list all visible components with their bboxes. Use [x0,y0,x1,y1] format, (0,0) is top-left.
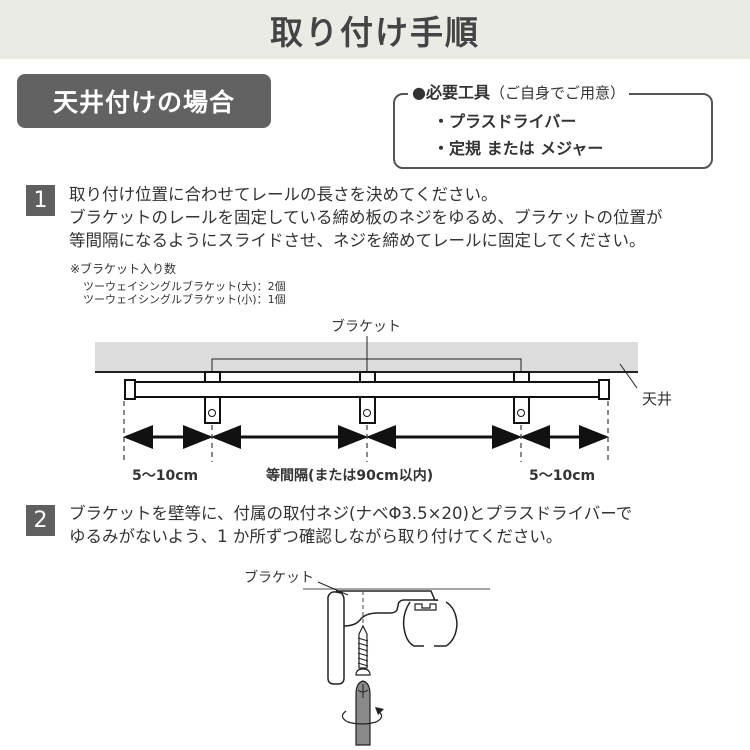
page-header: 取り付け手順 [0,0,750,59]
step-1-line-1: 取り付け位置に合わせてレールの長さを決めてください。 [69,185,498,204]
tools-item-ruler: ・定規 または メジャー [433,139,604,158]
screw-icon [355,624,371,676]
step-2-line-1: ブラケットを壁等に、付属の取付ネジ(ナベΦ3.5×20)とプラスドライバーで [69,504,633,523]
diagram1-ceiling-label: 天井 [642,390,673,408]
tools-heading-label: ●必要工具 [412,83,490,102]
step-1-line-3: 等間隔になるようにスライドさせ、ネジを締めてレールに固定してください。 [69,231,646,250]
bracket-note-line-small: ツーウェイシングルブラケット(小)：1個 [83,293,286,306]
step-number-2: 2 [26,505,55,536]
tools-item-screwdriver: ・プラスドライバー [433,112,577,131]
diagram1-bracket-label: ブラケット [331,319,401,335]
section-title: 天井付けの場合 [52,88,235,117]
section-badge: 天井付けの場合 [17,74,271,128]
step-1-line-2: ブラケットのレールを固定している締め板のネジをゆるめ、ブラケットの位置が [69,208,663,227]
bracket-note-title: ※ブラケット入り数 [70,262,177,276]
step-2-text: ブラケットを壁等に、付属の取付ネジ(ナベΦ3.5×20)とプラスドライバーで ゆ… [69,502,632,548]
screwdriver-icon [355,680,371,746]
diagram2-bracket-label: ブラケット [244,570,314,586]
rotation-arrow-icon [341,707,384,725]
tools-heading-note: （ご自身でご用意） [489,84,625,102]
dimension-middle-label: 等間隔(または90cm以内) [266,468,434,484]
tools-heading: ●必要工具（ご自身でご用意） [408,79,629,103]
dimension-right-label: 5～10cm [529,468,596,484]
step-number-1: 1 [26,185,55,216]
step-1-text: 取り付け位置に合わせてレールの長さを決めてください。 ブラケットのレールを固定し… [69,183,663,252]
bracket-note-line-large: ツーウェイシングルブラケット(大)：2個 [83,280,286,293]
step-2-line-2: ゆるみがないよう、1 か所ずつ確認しながら取り付けてください。 [69,527,563,546]
page-title: 取り付け手順 [270,12,480,52]
dimension-left-label: 5～10cm [132,468,199,484]
